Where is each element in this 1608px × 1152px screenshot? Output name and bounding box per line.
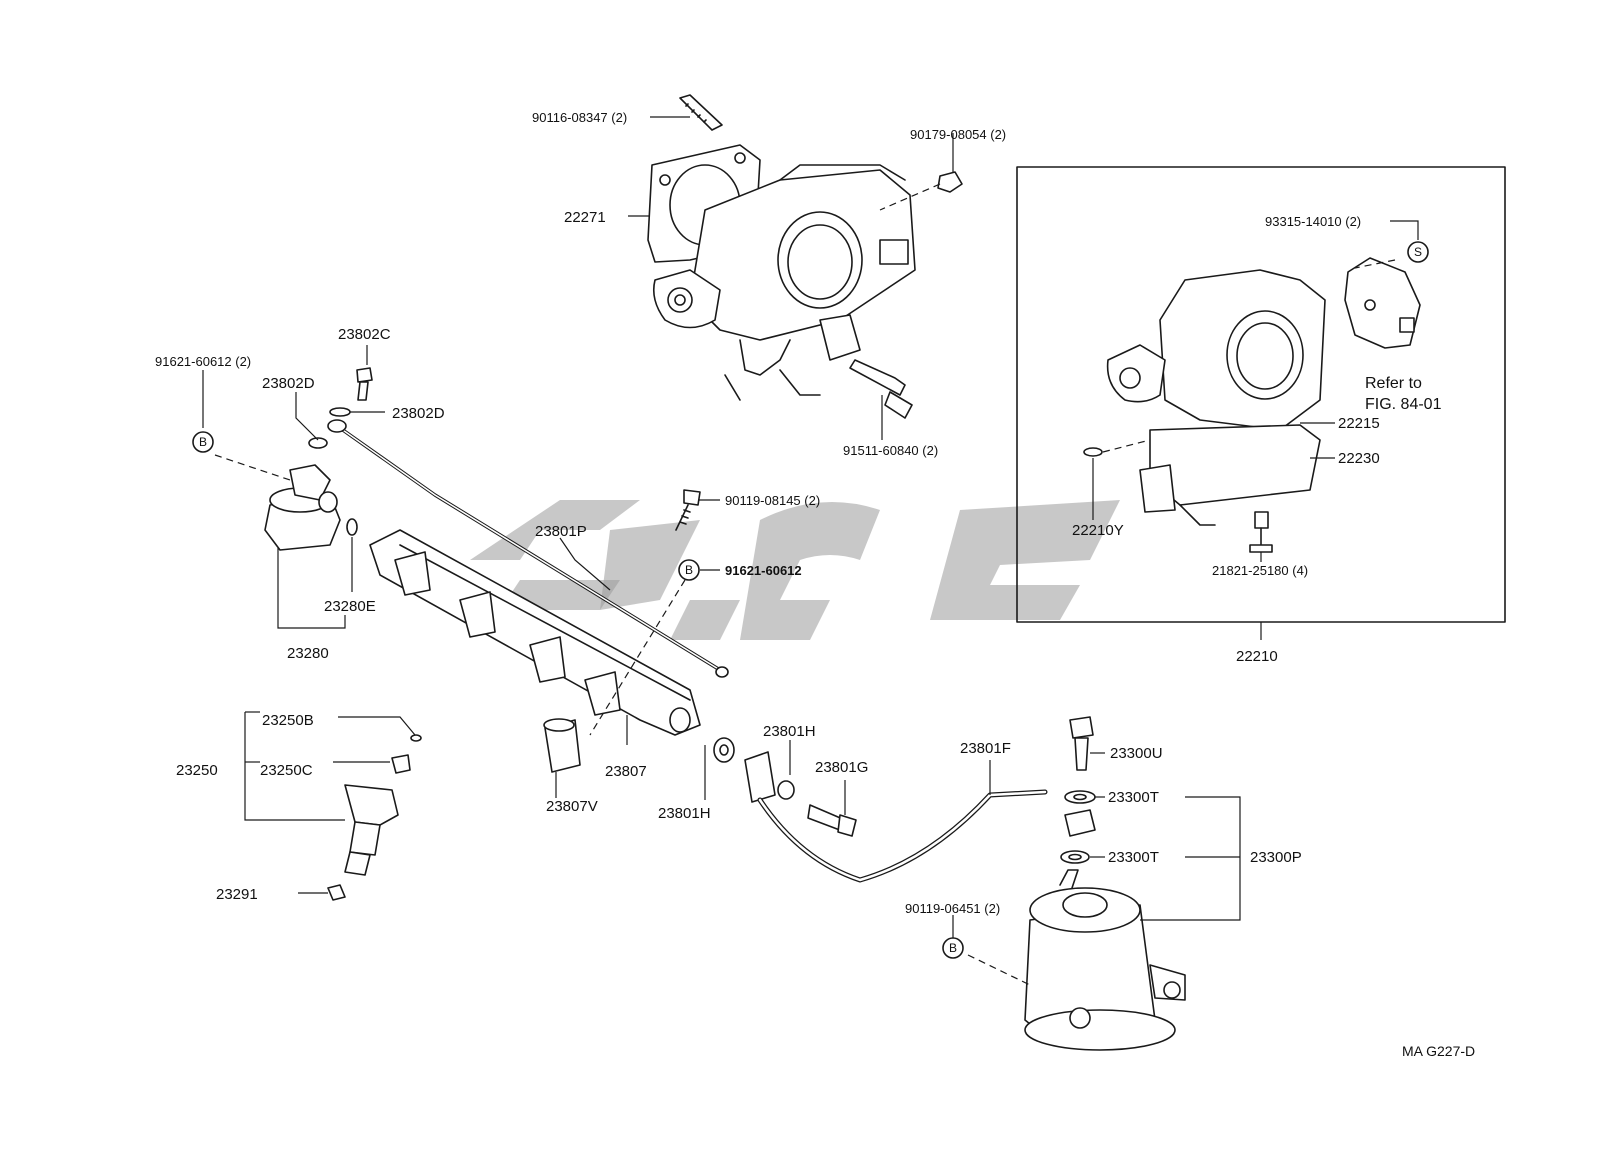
label-23802D-left: 23802D bbox=[262, 375, 315, 392]
label-23291: 23291 bbox=[216, 886, 258, 903]
label-21821-25180: 21821-25180 (4) bbox=[1212, 563, 1308, 578]
label-23801G: 23801G bbox=[815, 759, 868, 776]
label-90116-08347: 90116-08347 (2) bbox=[532, 110, 627, 125]
label-23801H-top: 23801H bbox=[763, 723, 816, 740]
label-23250C: 23250C bbox=[260, 762, 313, 779]
label-23250: 23250 bbox=[176, 762, 218, 779]
b-symbol-1: B bbox=[192, 431, 214, 453]
label-90119-08145: 90119-08145 (2) bbox=[725, 493, 820, 508]
label-23807: 23807 bbox=[605, 763, 647, 780]
b-symbol-text: B bbox=[949, 941, 957, 955]
pressure-regulator-23280 bbox=[264, 367, 373, 551]
label-90179-08054: 90179-08054 (2) bbox=[910, 127, 1006, 142]
watermark-logo bbox=[470, 500, 1120, 640]
b-symbol-2: B bbox=[678, 559, 700, 581]
label-23300P: 23300P bbox=[1250, 849, 1302, 866]
s-symbol: S bbox=[1407, 241, 1429, 263]
label-22271: 22271 bbox=[564, 209, 606, 226]
label-23807V: 23807V bbox=[546, 798, 598, 815]
b-symbol-text: B bbox=[199, 435, 207, 449]
label-23801H-left: 23801H bbox=[658, 805, 711, 822]
label-23280: 23280 bbox=[287, 645, 329, 662]
b-symbol-3: B bbox=[942, 937, 964, 959]
label-22210: 22210 bbox=[1236, 648, 1278, 665]
label-fig-84-01: FIG. 84-01 bbox=[1365, 396, 1442, 413]
leader-lines bbox=[202, 116, 1419, 986]
delivery-pipe-23807 bbox=[327, 419, 729, 773]
label-90119-06451: 90119-06451 (2) bbox=[905, 901, 1000, 916]
label-22230: 22230 bbox=[1338, 450, 1380, 467]
label-refer-to: Refer to bbox=[1365, 375, 1422, 392]
label-23801F: 23801F bbox=[960, 740, 1011, 757]
b-symbol-text: B bbox=[685, 563, 693, 577]
b-circle bbox=[942, 937, 964, 959]
label-91621-60612-2: 91621-60612 (2) bbox=[155, 354, 251, 369]
label-23802D-right: 23802D bbox=[392, 405, 445, 422]
label-23801P: 23801P bbox=[535, 523, 587, 540]
b-circle bbox=[678, 559, 700, 581]
s-circle bbox=[1407, 241, 1429, 263]
label-22215: 22215 bbox=[1338, 415, 1380, 432]
label-93315-14010: 93315-14010 (2) bbox=[1265, 214, 1361, 229]
label-91621-60612: 91621-60612 bbox=[725, 563, 802, 578]
fuel-filter-23300P bbox=[1024, 869, 1186, 1051]
label-23300T-top: 23300T bbox=[1108, 789, 1159, 806]
label-22210Y: 22210Y bbox=[1072, 522, 1124, 539]
figure-code: MA G227-D bbox=[1402, 1043, 1475, 1059]
b-circle bbox=[192, 431, 214, 453]
throttle-body-assembly bbox=[647, 94, 963, 419]
s-symbol-text: S bbox=[1414, 245, 1422, 259]
label-91511-60840: 91511-60840 (2) bbox=[843, 443, 938, 458]
injector-23250 bbox=[327, 734, 422, 901]
label-23250B: 23250B bbox=[262, 712, 314, 729]
label-23300T-bottom: 23300T bbox=[1108, 849, 1159, 866]
fuel-hose-23801F bbox=[713, 716, 1096, 883]
label-23300U: 23300U bbox=[1110, 745, 1163, 762]
label-23280E: 23280E bbox=[324, 598, 376, 615]
label-23802C: 23802C bbox=[338, 326, 391, 343]
